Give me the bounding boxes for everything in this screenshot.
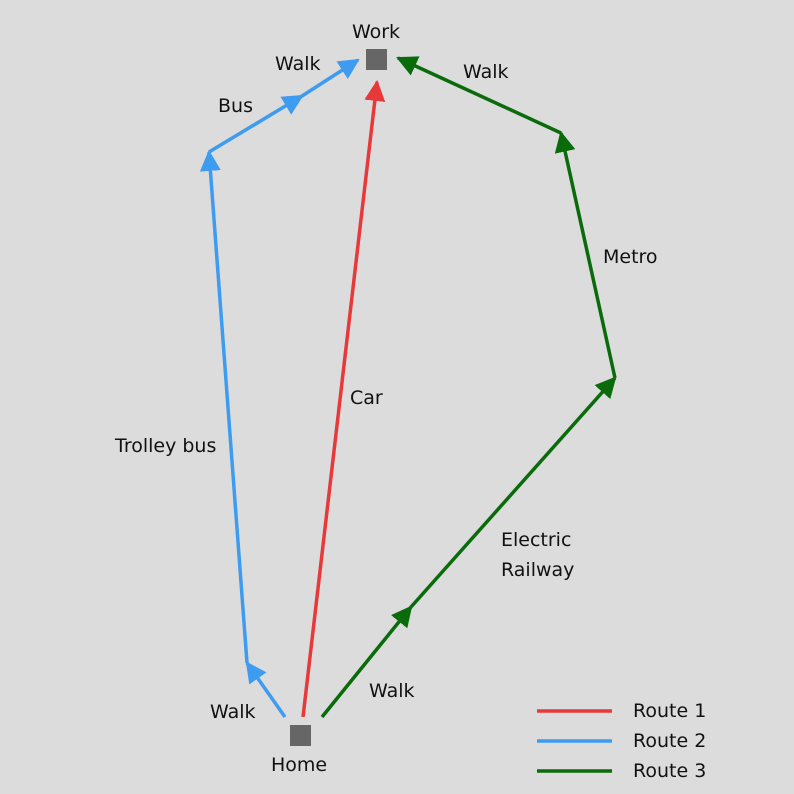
trolley-bus-label: Trolley bus [114,435,216,457]
work-node-icon [366,49,387,70]
route-2-walk-end-segment [301,58,360,98]
route-3-electric-railway-segment [409,376,617,609]
legend-item-route-2: Route 2 [537,730,706,752]
legend-label-route-1: Route 1 [633,700,706,722]
walk-label-work-right: Walk [463,61,509,83]
home-label: Home [271,754,327,776]
legend: Route 1 Route 2 Route 3 [537,700,706,782]
route-2-walk-start-segment [245,661,287,719]
route-2-bus-segment [208,94,304,154]
walk-label-home-right: Walk [369,680,415,702]
walk-label-home-left: Walk [210,701,256,723]
route-3-walk-end-segment [396,56,562,135]
route-3-metro-segment [554,130,617,379]
electric-railway-label-line1: Electric [501,529,571,551]
home-node-icon [290,725,311,746]
electric-railway-label-line2: Railway [501,559,574,581]
route-2-trolley-bus-segment [199,149,249,664]
legend-label-route-3: Route 3 [633,760,706,782]
route-1-car-segment [301,79,386,718]
route-2 [199,58,360,719]
car-label: Car [350,387,383,409]
legend-item-route-3: Route 3 [537,760,706,782]
route-3-walk-start-segment [320,605,413,719]
metro-label: Metro [603,246,658,268]
walk-label-work-left: Walk [275,53,321,75]
route-1 [301,79,386,718]
work-label: Work [352,21,400,43]
bus-label: Bus [218,95,253,117]
legend-label-route-2: Route 2 [633,730,706,752]
legend-item-route-1: Route 1 [537,700,706,722]
route-3 [320,56,617,719]
